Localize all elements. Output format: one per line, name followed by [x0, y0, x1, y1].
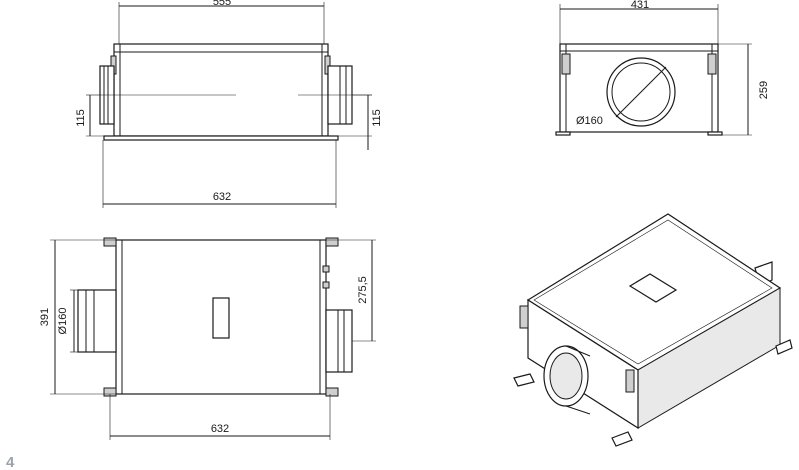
dimension-275-5: 275,5	[326, 239, 376, 342]
front-view: 431 Ø160 259	[555, 0, 770, 136]
dim-top-offset: 275,5	[357, 276, 369, 304]
side-housing	[113, 43, 329, 137]
dimension-555: 555	[118, 0, 325, 44]
dim-top-total: 632	[211, 423, 229, 435]
dimension-632-top: 632	[109, 394, 331, 440]
page-number: 4	[6, 454, 15, 470]
isometric-view	[513, 213, 793, 447]
top-right-spigot	[325, 309, 353, 373]
top-label-plate	[212, 297, 230, 339]
dim-top-depth: 391	[39, 308, 51, 326]
dim-front-diameter: Ø160	[576, 115, 603, 127]
dimension-top-diameter: Ø160	[57, 289, 78, 353]
dimension-391: 391	[39, 239, 116, 395]
top-left-spigot	[77, 289, 117, 353]
dim-top-diameter: Ø160	[57, 308, 69, 335]
dimension-632-side: 632	[102, 140, 337, 208]
dim-side-length: 555	[213, 0, 231, 8]
dim-side-inlet-right: 115	[371, 109, 383, 127]
dimension-115-left: 115	[75, 94, 104, 137]
dimension-431: 431	[559, 0, 719, 44]
dim-side-total: 632	[213, 191, 231, 203]
dimension-259: 259	[718, 43, 770, 136]
iso-front-spigot	[543, 345, 591, 415]
dim-front-height: 259	[758, 81, 770, 99]
top-view: 391 Ø160 275,5 632	[39, 237, 376, 440]
side-view: 555 115	[75, 0, 383, 208]
iso-label-plate	[628, 273, 678, 303]
dimension-115-right: 115	[338, 94, 383, 150]
dim-front-width: 431	[631, 0, 649, 11]
dim-side-inlet-left: 115	[75, 109, 87, 127]
